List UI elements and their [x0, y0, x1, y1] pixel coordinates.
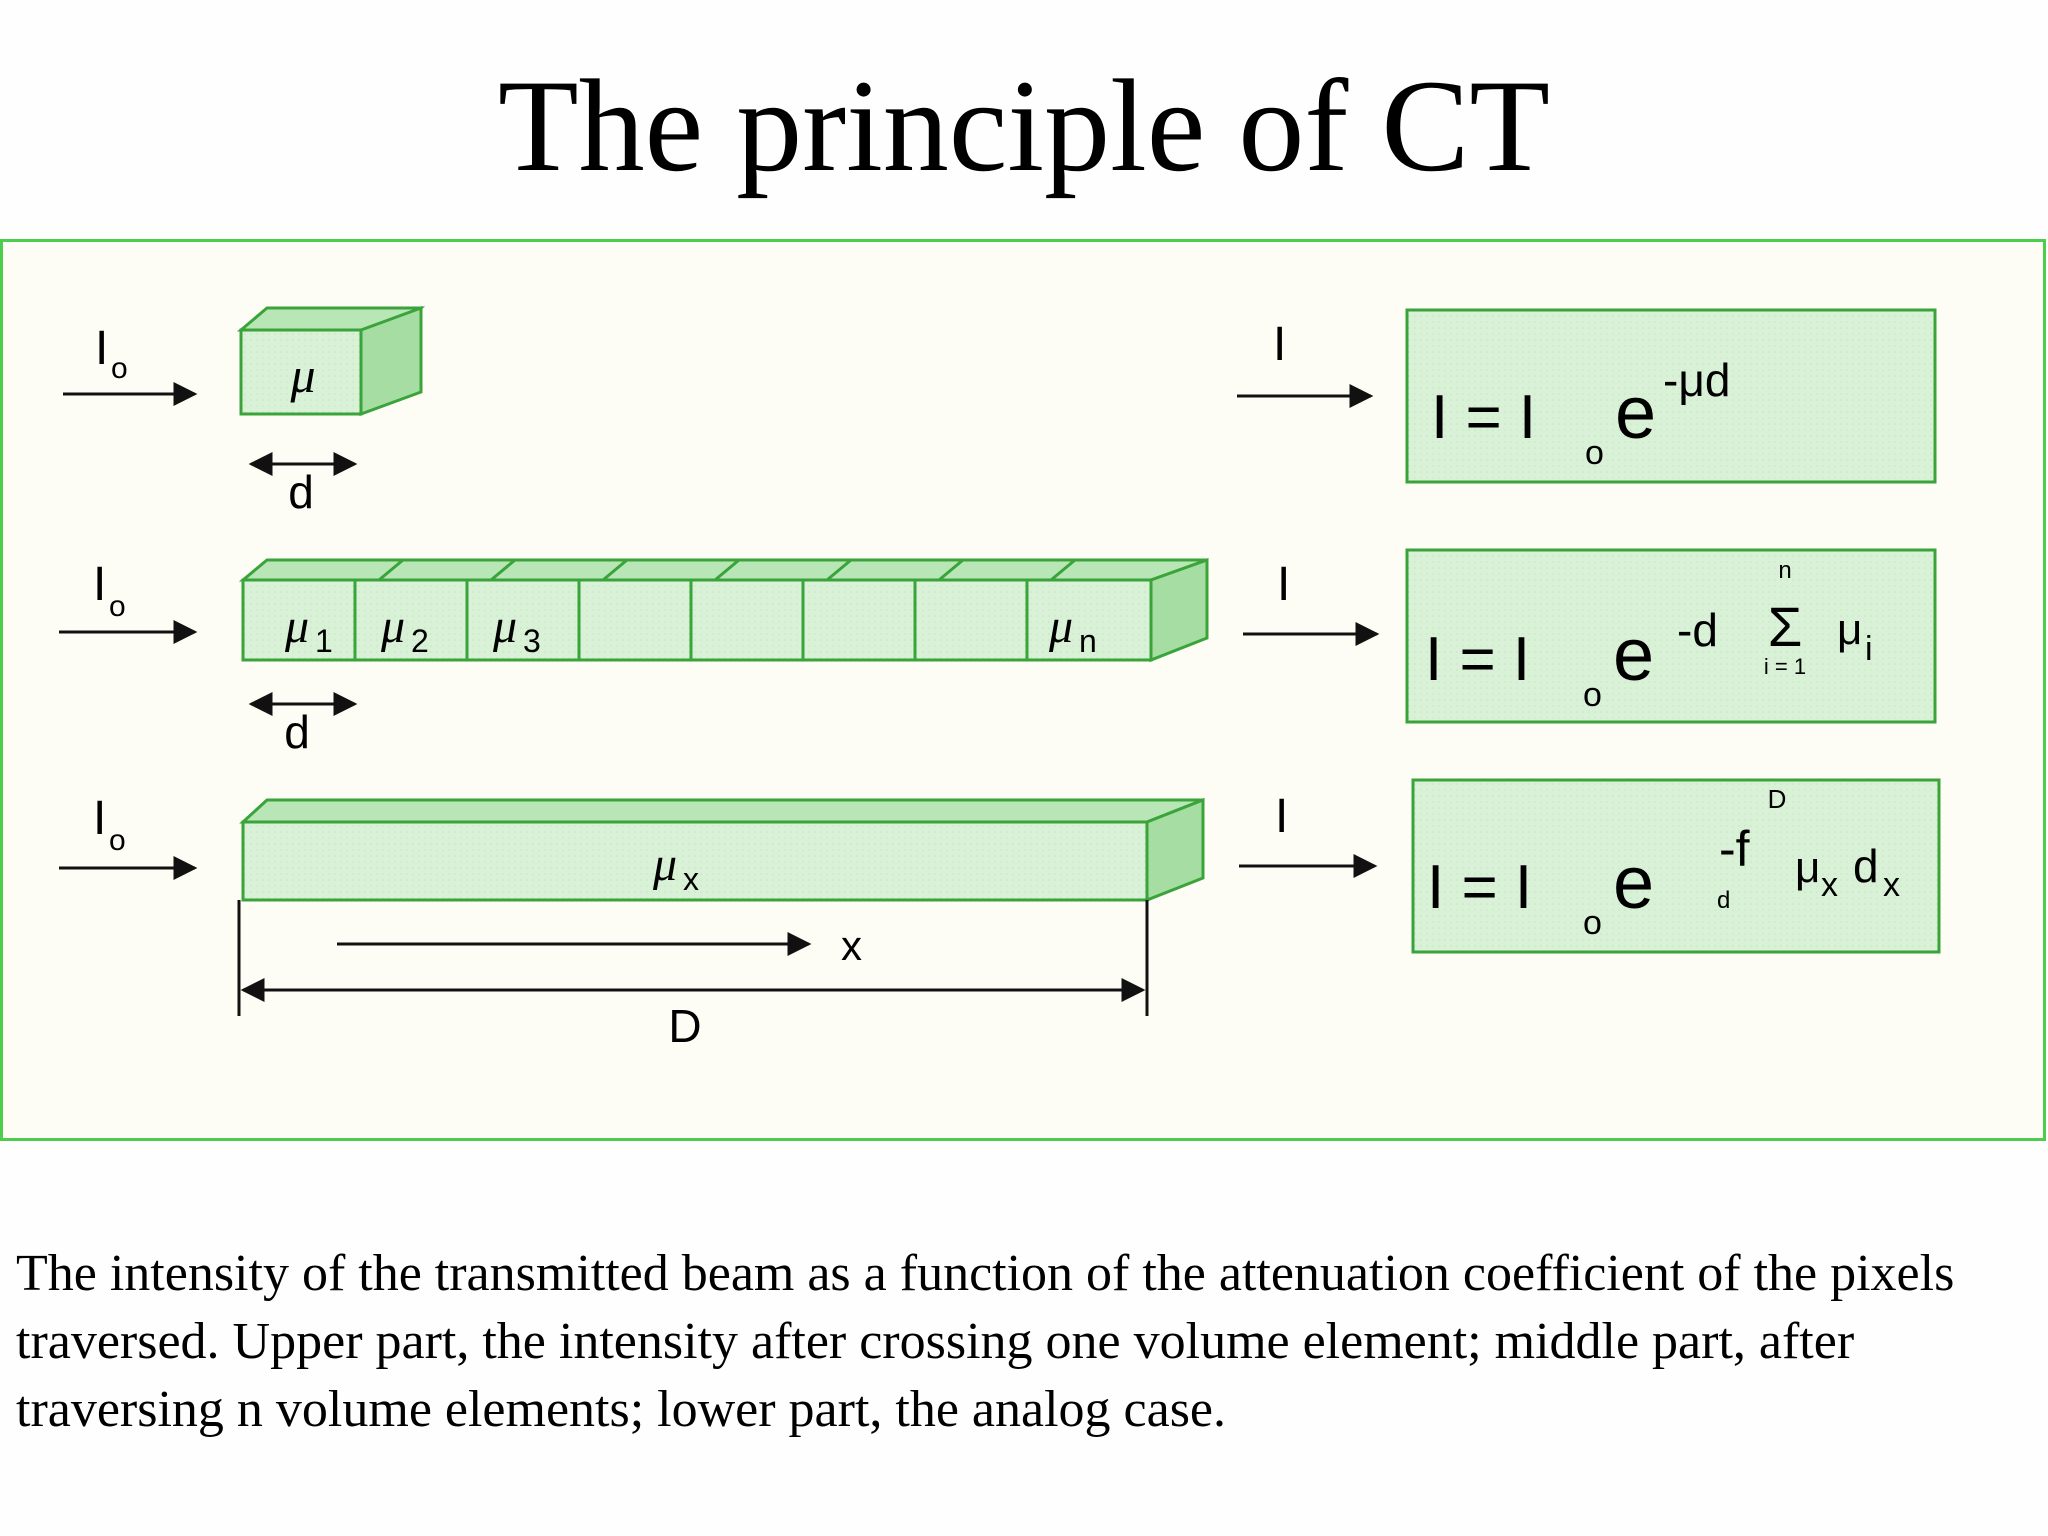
- transmitted-label-1: I: [1273, 318, 1286, 371]
- caption: The intensity of the transmitted beam as…: [16, 1245, 1955, 1438]
- svg-text:μ: μ: [492, 600, 517, 653]
- mu-n-label: μ n: [1048, 600, 1097, 659]
- svg-text:x: x: [683, 861, 699, 897]
- slide-title: The principle of CT: [497, 52, 1550, 199]
- incident-i: I: [93, 558, 106, 611]
- transmitted-label-3: I: [1275, 790, 1288, 843]
- f2-sub: o: [1583, 676, 1602, 714]
- f2-lhs: I = I: [1425, 625, 1530, 694]
- formula-box-3: I = I o e D -f d μ x d x: [1411, 778, 1941, 954]
- f2-sum-lower: i = 1: [1764, 654, 1806, 679]
- incident-sub: o: [109, 824, 126, 857]
- x-axis-label: x: [841, 922, 862, 969]
- f2-term: μ: [1837, 605, 1862, 654]
- thickness-label-2: d: [284, 706, 310, 758]
- length-label: D: [668, 1000, 701, 1052]
- svg-text:μ: μ: [284, 600, 309, 653]
- formula-box-2: I = I o e -d n Σ i = 1 μ i: [1405, 548, 1937, 724]
- f3-base: e: [1613, 841, 1654, 924]
- f2-base: e: [1613, 613, 1654, 696]
- mu-x-label: μ x: [652, 838, 699, 897]
- row-n-voxels: I o: [59, 548, 1937, 758]
- incident-i: I: [95, 322, 108, 375]
- row-continuous: I o μ x x D I: [59, 778, 1941, 1052]
- incident-sub: o: [109, 590, 126, 623]
- svg-text:2: 2: [411, 623, 429, 659]
- svg-text:3: 3: [523, 623, 541, 659]
- transmitted-i: I: [1277, 558, 1290, 611]
- f1-base: e: [1615, 371, 1656, 454]
- formula-box-1: I = I o e -μd: [1405, 308, 1937, 484]
- f3-integral: -f: [1719, 821, 1750, 877]
- diagram-panel: I o μ d I I = I o e -μd: [0, 239, 2046, 1141]
- f2-exponent: -d: [1677, 604, 1718, 656]
- f3-term: μ: [1795, 843, 1820, 892]
- transmitted-i: I: [1275, 790, 1288, 843]
- f3-int-lower: d: [1717, 887, 1730, 914]
- continuous-bar: μ x: [239, 797, 1205, 903]
- incident-label-1: I o: [95, 322, 128, 385]
- mu-3-label: μ 3: [492, 600, 541, 659]
- mu-label: μ: [289, 347, 315, 403]
- f3-lhs: I = I: [1427, 853, 1532, 922]
- incident-label-3: I o: [93, 792, 126, 857]
- f3-term2: d: [1853, 840, 1879, 892]
- svg-text:μ: μ: [380, 600, 405, 653]
- incident-sub: o: [111, 352, 128, 385]
- f3-term2-sub: x: [1883, 866, 1900, 904]
- f1-exponent: -μd: [1663, 354, 1730, 406]
- row-single-voxel: I o μ d I I = I o e -μd: [63, 305, 1937, 518]
- f3-int-upper: D: [1768, 784, 1787, 814]
- transmitted-i: I: [1273, 318, 1286, 371]
- svg-text:1: 1: [315, 623, 333, 659]
- mu-1-label: μ 1: [284, 600, 333, 659]
- svg-text:n: n: [1079, 623, 1097, 659]
- svg-text:μ: μ: [1048, 600, 1073, 653]
- f3-term-sub: x: [1821, 866, 1838, 904]
- voxel-cube: μ: [236, 305, 426, 417]
- incident-i: I: [93, 792, 106, 845]
- f2-term-sub: i: [1865, 630, 1873, 668]
- svg-text:μ: μ: [652, 838, 677, 891]
- transmitted-label-2: I: [1277, 558, 1290, 611]
- f3-sub: o: [1583, 904, 1602, 942]
- f1-sub: o: [1585, 434, 1604, 472]
- f2-sum-upper: n: [1778, 557, 1791, 584]
- thickness-label-1: d: [288, 466, 314, 518]
- f2-sum-sign: Σ: [1768, 595, 1803, 658]
- mu-2-label: μ 2: [380, 600, 429, 659]
- incident-label-2: I o: [93, 558, 126, 623]
- voxel-row: μ 1 μ 2 μ 3 μ n: [238, 557, 1209, 663]
- f1-lhs: I = I: [1431, 383, 1536, 452]
- ct-principle-diagram: I o μ d I I = I o e -μd: [59, 305, 1941, 1052]
